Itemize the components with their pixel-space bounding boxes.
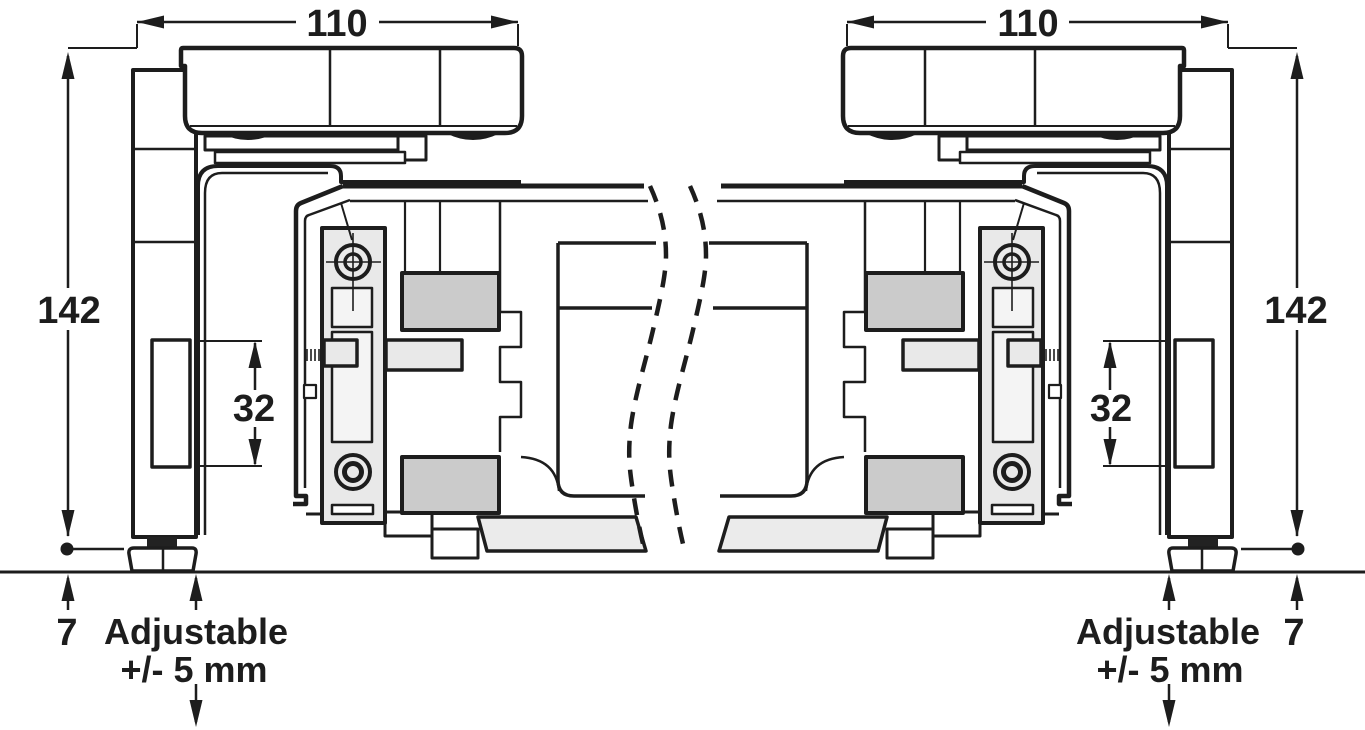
break-line-right xyxy=(666,185,709,549)
dim-floor-gap-left-label: 7 xyxy=(56,612,77,654)
adjustable-left-line1: Adjustable xyxy=(104,611,288,652)
break-line-left xyxy=(626,185,669,549)
adjustable-right-line1: Adjustable xyxy=(1076,611,1260,652)
adjustable-right-line2: +/- 5 mm xyxy=(1096,649,1243,690)
dim-height-right-label: 142 xyxy=(1264,290,1327,332)
dim-floor-gap-right-label: 7 xyxy=(1283,612,1304,654)
dim-spacing-right-label: 32 xyxy=(1090,388,1132,430)
dim-spacing-left-label: 32 xyxy=(233,388,275,430)
adjustable-left-line2: +/- 5 mm xyxy=(120,649,267,690)
dim-height-left-label: 142 xyxy=(37,290,100,332)
dim-width-right-label: 110 xyxy=(997,3,1058,45)
dim-width-left-label: 110 xyxy=(306,3,367,45)
